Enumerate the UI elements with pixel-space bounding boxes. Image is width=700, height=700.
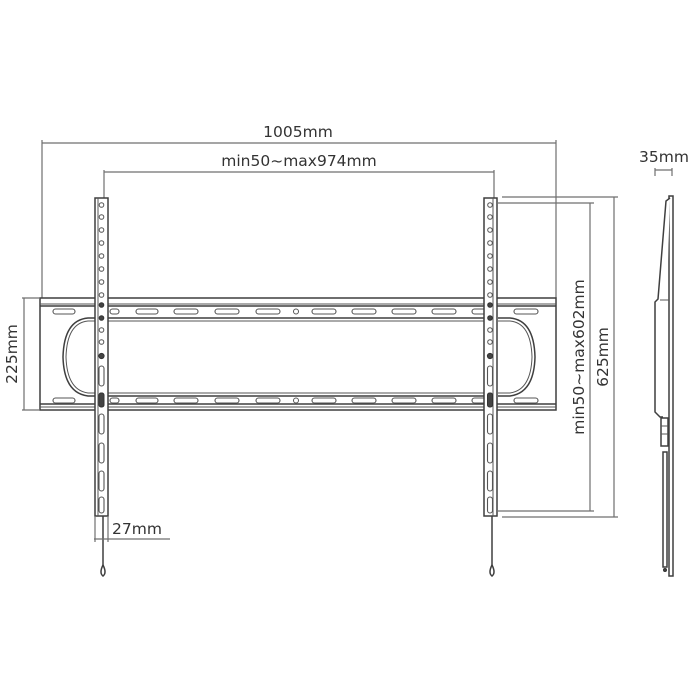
depth-label: 35mm xyxy=(639,148,689,166)
overall-width-label: 1005mm xyxy=(263,123,333,141)
overall-height-dimension: 625mm xyxy=(502,196,618,518)
left-arm xyxy=(94,197,109,577)
top-rail-slots xyxy=(52,308,539,315)
vesa-vertical-dimension: min50~max602mm xyxy=(497,202,594,512)
wall-plate xyxy=(39,297,557,411)
overall-width-dimension: 1005mm xyxy=(41,123,557,298)
vesa-horizontal-dimension: min50~max974mm xyxy=(103,152,495,200)
bottom-rail-slots xyxy=(52,397,539,404)
vesa-horizontal-label: min50~max974mm xyxy=(221,152,377,170)
plate-height-dimension: 225mm xyxy=(3,297,40,411)
arm-width-label: 27mm xyxy=(112,520,162,538)
overall-height-label: 625mm xyxy=(594,327,612,387)
right-arm xyxy=(483,197,498,577)
vesa-vertical-label: min50~max602mm xyxy=(570,279,588,435)
arm-width-dimension: 27mm xyxy=(94,516,170,542)
plate-height-label: 225mm xyxy=(3,324,21,384)
side-view: 35mm xyxy=(639,148,689,577)
